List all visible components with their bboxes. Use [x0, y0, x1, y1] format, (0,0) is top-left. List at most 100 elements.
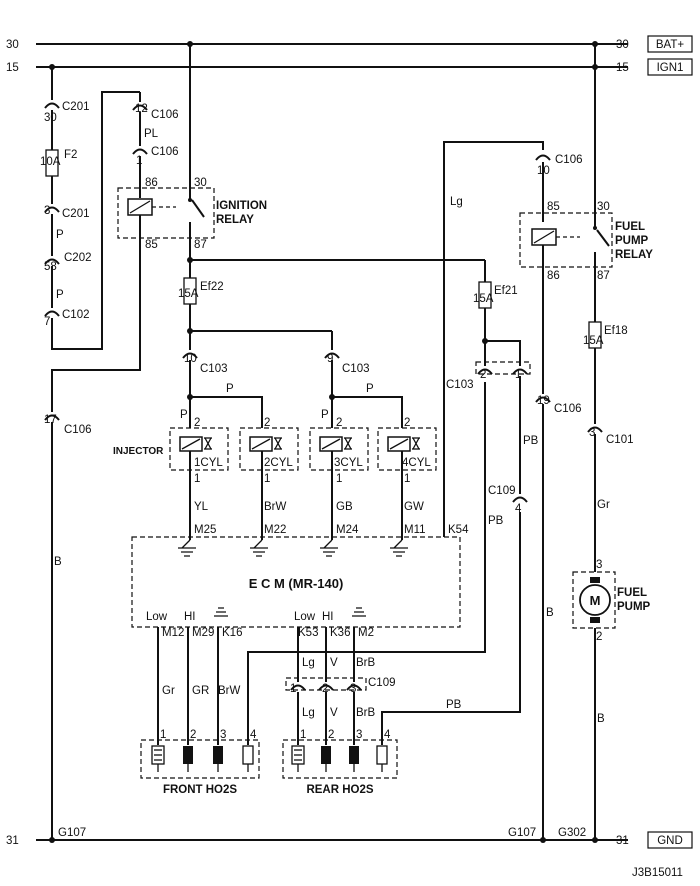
ecm-pin-m24: M24	[336, 524, 359, 536]
c101-label: C101	[606, 434, 634, 446]
c103-c-pin2: 2	[480, 369, 486, 381]
pump-title-2: PUMP	[617, 601, 651, 613]
ecm-pin-m2: M2	[358, 627, 374, 639]
c106-b-pin: 1	[136, 155, 142, 167]
rail-31-tag: GND	[657, 835, 683, 847]
front-ho2s: Gr GR BrW 1 2 3 4 FRONT HO2S	[140, 382, 486, 796]
rear-pin4: 4	[384, 729, 391, 741]
wire-brb-rear: BrB	[356, 707, 376, 719]
c103-c-label: C103	[446, 379, 474, 391]
c102-pin: 7	[44, 316, 50, 328]
rear-ho2s: Lg V BrB 1 2 3 C109 Lg V BrB PB 1 2 3 4 …	[282, 512, 521, 796]
wire-p-inj1: P	[180, 409, 188, 421]
c103-b-label: C103	[342, 363, 370, 375]
wire-lg-rear-top: Lg	[302, 657, 315, 669]
pump-pin3: 3	[596, 559, 602, 571]
ign-relay-30: 30	[194, 177, 207, 189]
inj3-pin2: 2	[336, 417, 342, 429]
wire-pl: PL	[144, 128, 159, 140]
wire-lg-k54: Lg	[450, 196, 463, 208]
inj2-pin1: 1	[264, 473, 270, 485]
injector-label: INJECTOR	[113, 446, 164, 457]
ground-g107-left: G107	[58, 827, 86, 839]
ecm-front-low: Low	[146, 611, 168, 623]
rail-30-right-label: 30	[616, 39, 629, 51]
ecm-pin-m12: M12	[162, 627, 184, 639]
front-pin3: 3	[220, 729, 226, 741]
fp-relay-30: 30	[597, 201, 610, 213]
ign-relay-87: 87	[194, 239, 207, 251]
inj4-pin2: 2	[404, 417, 410, 429]
wire-yl: YL	[194, 501, 209, 513]
power-rails: 30 15 31 30 15 31 BAT+ IGN1 GND	[6, 35, 693, 849]
fp-relay-title-2: PUMP	[615, 235, 649, 247]
wire-brb-rear-top: BrB	[356, 657, 376, 669]
fp-relay-title-3: RELAY	[615, 249, 653, 261]
rail-15-right-label: 15	[616, 62, 629, 74]
wire-p-inj3: P	[321, 409, 329, 421]
c103-c-pin1: 1	[515, 369, 521, 381]
inj3-cyl: 3CYL	[334, 457, 363, 469]
ef18-rating: 15A	[583, 335, 604, 347]
fuel-pump-circuit: Ef18 15A 3 C101 Gr 3 M 2 FUEL PUMP B G30…	[558, 321, 651, 840]
pump-motor-symbol: M	[590, 593, 601, 608]
front-ho2s-label: FRONT HO2S	[163, 784, 237, 796]
rear-pin3: 3	[356, 729, 362, 741]
wire-p-inj12: P	[226, 383, 234, 395]
ecm-title: E C M (MR-140)	[249, 576, 344, 591]
c109-b-label: C109	[368, 677, 396, 689]
c202-pin: 58	[44, 261, 57, 273]
fp-relay-87: 87	[597, 270, 610, 282]
ground-g302: G302	[558, 827, 586, 839]
c106-b-label: C106	[151, 146, 179, 158]
injector-1cyl: 2 1CYL 1	[169, 417, 229, 540]
inj1-cyl: 1CYL	[194, 457, 223, 469]
c106-c-label: C106	[64, 424, 92, 436]
c101-pin: 3	[589, 427, 595, 439]
fp-relay-85: 85	[547, 201, 560, 213]
fuel-pump-relay: 10 C106 85 30 86 87 FUEL PUMP RELAY 19 C…	[508, 44, 653, 840]
rail-30-left-label: 30	[6, 39, 19, 51]
wire-v-rear: V	[330, 707, 338, 719]
ef22-rating: 15A	[178, 288, 199, 300]
c201-bot-pin: 3	[44, 205, 50, 217]
ground-g107-right: G107	[508, 827, 536, 839]
ecm-rear-low: Low	[294, 611, 316, 623]
fp-relay-86: 86	[547, 270, 560, 282]
wire-brw-inj: BrW	[264, 501, 287, 513]
inj1-pin1: 1	[194, 473, 200, 485]
c109-b-pin2: 2	[322, 683, 328, 695]
wire-b-mid: B	[546, 607, 554, 619]
wire-pb-rear: PB	[446, 699, 462, 711]
rail-31-right-label: 31	[616, 835, 629, 847]
ignition-relay: 12 C106 PL C106 1 86 30 85 87 IGNITION R…	[51, 44, 267, 412]
inj2-cyl: 2CYL	[264, 457, 293, 469]
wire-gr-front: Gr	[162, 685, 175, 697]
ef22-name: Ef22	[200, 281, 224, 293]
injector-feed: Ef22 15A 10 C103 9 C103 P P P P	[178, 250, 485, 428]
ecm-front-hi: HI	[184, 611, 196, 623]
injector-3cyl: 2 3CYL 1	[309, 417, 369, 540]
c201-top-label: C201	[62, 101, 90, 113]
f2-name: F2	[64, 149, 77, 161]
ign-relay-85: 85	[145, 239, 158, 251]
wire-brw-front: BrW	[218, 685, 241, 697]
ef18-name: Ef18	[604, 325, 628, 337]
f2-rating: 10A	[40, 156, 61, 168]
rail-15-left-label: 15	[6, 62, 19, 74]
injector-4cyl: 2 4CYL 1	[377, 417, 437, 540]
c106-e-label: C106	[554, 403, 582, 415]
rail-31-left-label: 31	[6, 835, 19, 847]
wire-lg-rear: Lg	[302, 707, 315, 719]
wire-pb-front: PB	[488, 515, 504, 527]
ign-relay-title-1: IGNITION	[216, 200, 267, 212]
rail-15-tag: IGN1	[657, 62, 684, 74]
ecm-pin-k36: K36	[330, 627, 350, 639]
rear-pin2: 2	[328, 729, 334, 741]
c201-top-pin: 30	[44, 112, 57, 124]
front-pin2: 2	[190, 729, 196, 741]
k54-lg-wire: Lg	[443, 141, 544, 537]
left-ground-branch: 17 C106 B G107	[44, 414, 92, 840]
inj1-pin2: 2	[194, 417, 200, 429]
wire-b-left: B	[54, 556, 62, 568]
